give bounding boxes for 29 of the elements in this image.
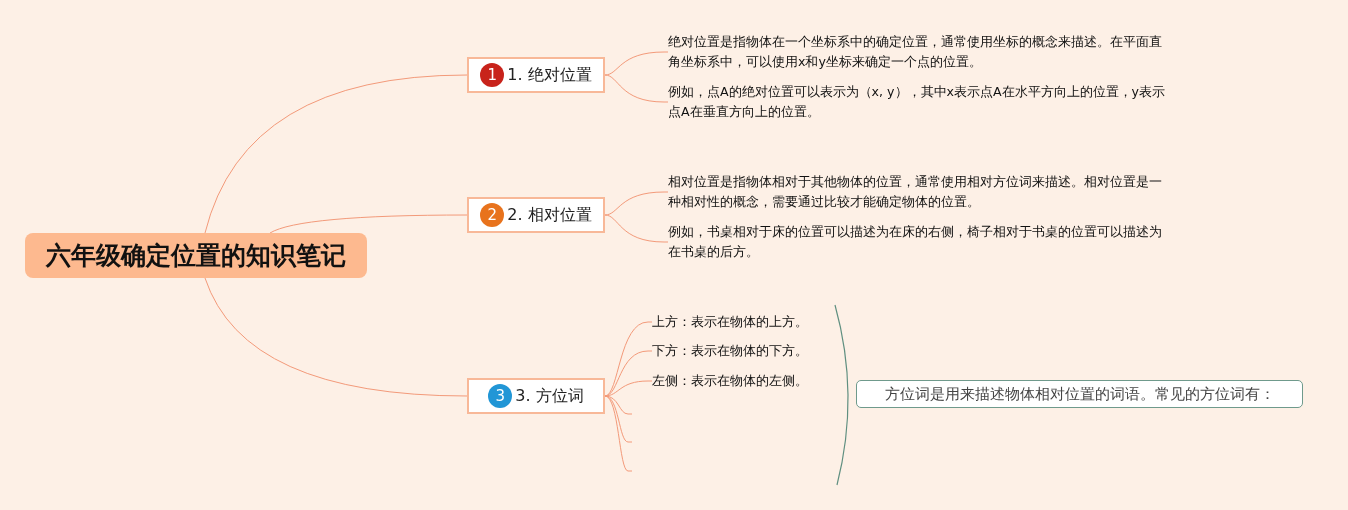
branch-line (604, 395, 633, 415)
branch-line (604, 74, 669, 103)
branch-line (604, 51, 669, 76)
branch-line (604, 395, 633, 472)
central-topic-box: 六年级确定位置的知识笔记 (25, 233, 367, 278)
summary-box: 方位词是用来描述物体相对位置的词语。常见的方位词有： (856, 380, 1303, 408)
topic-label: 1. 绝对位置 (507, 64, 592, 86)
branch-line (604, 191, 669, 216)
list-item-text: 下方：表示在物体的下方。 (652, 341, 822, 361)
number-badge: 3 (488, 384, 513, 408)
branch-line (604, 214, 669, 243)
number-badge: 2 (480, 203, 505, 227)
topic-box (467, 57, 605, 93)
list-item-text: 左侧：表示在物体的左侧。 (652, 371, 822, 391)
topic-box (467, 197, 605, 233)
branch-line (269, 214, 468, 234)
list-item-text: 上方：表示在物体的上方。 (652, 312, 822, 332)
note-text: 例如，点A的绝对位置可以表示为（x, y），其中x表示点A在水平方向上的位置，y表示点A在垂直方向上的位置。 (668, 82, 1168, 122)
topic-box (467, 378, 605, 414)
branch-line (604, 321, 653, 397)
note-text: 绝对位置是指物体在一个坐标系中的确定位置，通常使用坐标的概念来描述。在平面直角坐标系中，可以使用x和y坐标来确定一个点的位置。 (668, 32, 1168, 72)
topic-label: 2. 相对位置 (507, 204, 592, 226)
topic-label: 3. 方位词 (515, 385, 584, 407)
note-text: 例如，书桌相对于床的位置可以描述为在床的右侧，椅子相对于书桌的位置可以描述为在书桌的后方。 (668, 222, 1168, 262)
branch-line (204, 74, 468, 234)
branch-line (204, 277, 468, 397)
number-badge: 1 (480, 63, 505, 87)
branch-line (604, 380, 653, 397)
note-text: 相对位置是指物体相对于其他物体的位置，通常使用相对方位词来描述。相对位置是一种相对性的概念，需要通过比较才能确定物体的位置。 (668, 172, 1168, 212)
